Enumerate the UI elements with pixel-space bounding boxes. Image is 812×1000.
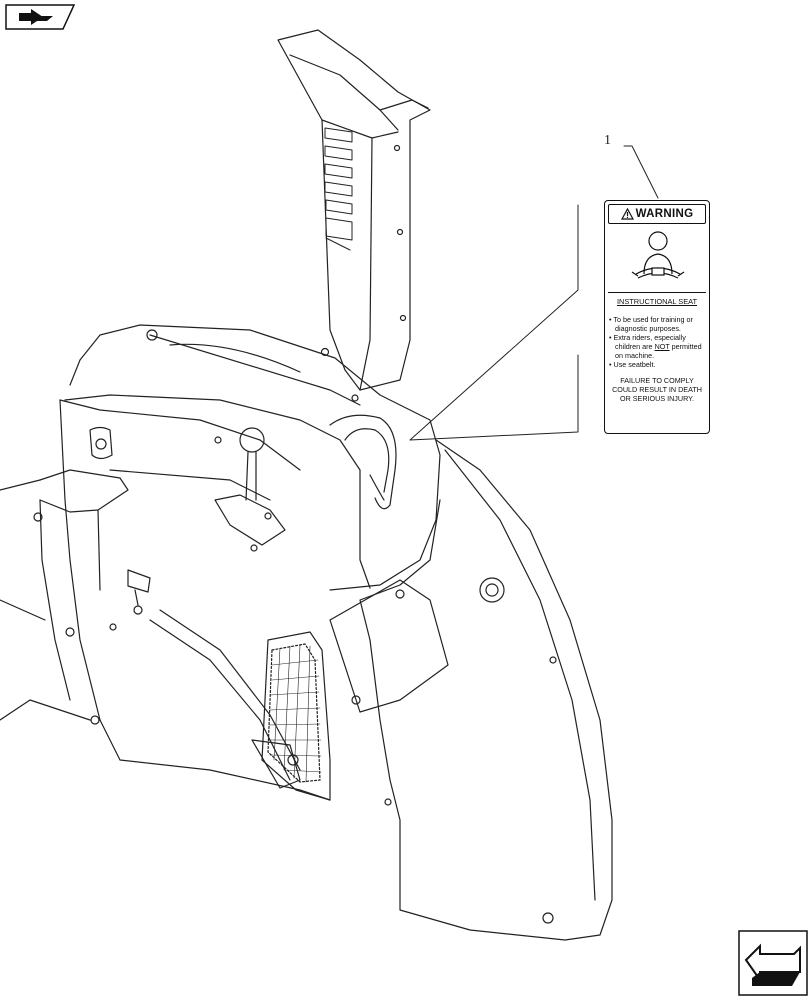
control-lever bbox=[109, 427, 301, 789]
vent-grille bbox=[261, 631, 331, 801]
warning-triangle-icon bbox=[620, 208, 634, 220]
decal-bullet-text: To be used for training or diagnostic pu… bbox=[613, 315, 693, 333]
decal-bullet: • Use seatbelt. bbox=[609, 360, 656, 369]
backrest-column bbox=[277, 29, 431, 391]
book-arrow-icon bbox=[5, 4, 75, 30]
decal-bullet: • Extra riders, especially children are … bbox=[609, 333, 702, 360]
decal-bullet-text: Use seatbelt. bbox=[613, 360, 656, 369]
left-side-panel bbox=[0, 399, 331, 801]
decal-header-text: WARNING bbox=[635, 208, 694, 220]
seat-base-shroud bbox=[64, 324, 441, 591]
book-arrow-button[interactable] bbox=[5, 4, 75, 30]
decal-bullet-text: Extra riders, especially children are bbox=[613, 333, 686, 351]
callout-leaders bbox=[409, 145, 659, 441]
previous-page-arrow-icon bbox=[738, 930, 808, 996]
decal-pictogram bbox=[608, 226, 706, 293]
decal-bullet: • To be used for training or diagnostic … bbox=[609, 315, 693, 333]
warning-decal: WARNING INSTRUCTIONAL SEAT • To be used … bbox=[604, 200, 710, 434]
decal-subtitle: INSTRUCTIONAL SEAT bbox=[616, 297, 698, 306]
decal-bullet-emphasis: NOT bbox=[654, 342, 670, 351]
callout-number: 1 bbox=[604, 133, 611, 148]
decal-consequence: FAILURE TO COMPLY COULD RESULT IN DEATH … bbox=[612, 376, 702, 403]
decal-header: WARNING bbox=[608, 204, 706, 224]
fender-panel bbox=[329, 439, 613, 941]
previous-page-button[interactable] bbox=[738, 930, 808, 996]
decal-body: INSTRUCTIONAL SEAT • To be used for trai… bbox=[605, 293, 709, 403]
seated-person-seatbelt-icon bbox=[631, 231, 685, 279]
decal-bullet-text: permitted on machine. bbox=[615, 342, 702, 360]
